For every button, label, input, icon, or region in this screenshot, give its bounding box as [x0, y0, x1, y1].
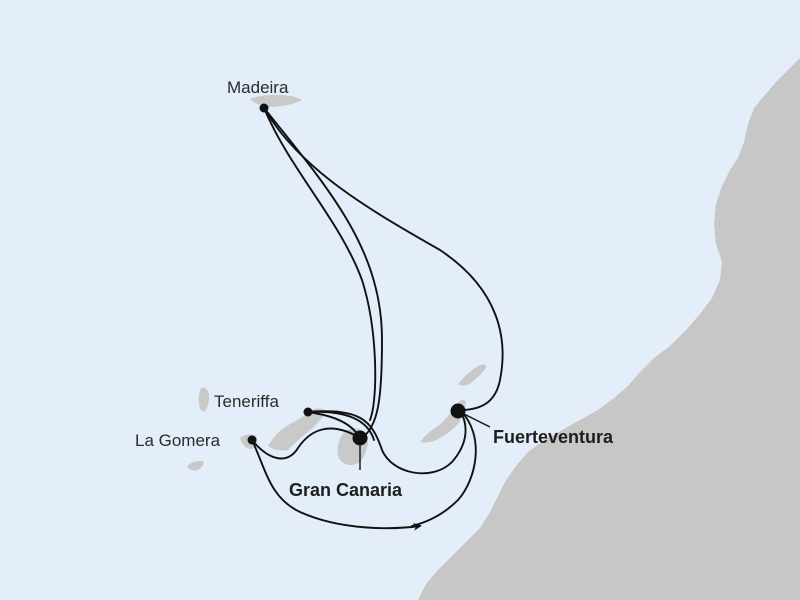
route-madeira-fuerteventura-outer [263, 107, 504, 411]
lanzarote-island [458, 364, 486, 386]
route-la-gomera-south-arrow [251, 439, 422, 531]
route-fuerteventura-south [411, 409, 477, 527]
la-palma-island [198, 387, 210, 412]
route-gran-canaria-la-gomera [251, 427, 361, 460]
teneriffa-label[interactable]: Teneriffa [214, 392, 279, 411]
el-hierro-island [187, 460, 204, 471]
route-teneriffa-gran-canaria-loop [307, 410, 375, 441]
african-coast-landmass [418, 58, 800, 600]
teneriffa-port-marker[interactable] [303, 407, 313, 417]
route-teneriffa-fuerteventura [307, 409, 467, 475]
la-gomera-label[interactable]: La Gomera [135, 431, 221, 450]
route-madeira-gran-canaria-inner [263, 107, 377, 421]
tenerife-island [268, 408, 326, 451]
fuerteventura-leader-line [457, 410, 491, 428]
gran-canaria-label[interactable]: Gran Canaria [289, 480, 403, 500]
la-gomera-port-marker[interactable] [247, 435, 257, 445]
route-madeira-gran-canaria [263, 107, 383, 439]
fuerteventura-label[interactable]: Fuerteventura [493, 427, 614, 447]
madeira-label[interactable]: Madeira [227, 78, 289, 97]
madeira-port-marker[interactable] [259, 103, 269, 113]
